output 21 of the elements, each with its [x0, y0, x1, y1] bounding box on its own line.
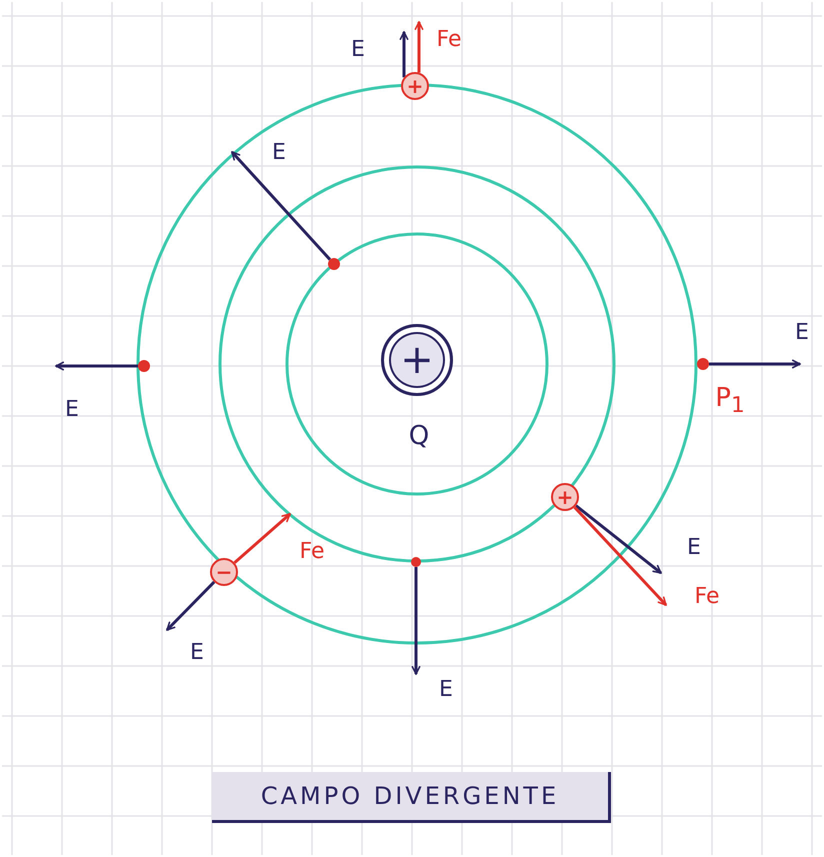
- point-dot: [138, 360, 150, 372]
- edge-label: Fe: [436, 28, 462, 52]
- edge-label: Fe: [694, 585, 720, 609]
- charge-label: Q: [408, 424, 430, 448]
- test-charge: +: [401, 72, 429, 100]
- test-charge: +: [551, 483, 579, 511]
- edge-label: E: [272, 141, 286, 165]
- edge-label: Fe: [300, 540, 324, 564]
- edge-label: E: [190, 641, 204, 665]
- edge-label: E: [795, 321, 809, 345]
- source-charge: +: [381, 324, 453, 396]
- diagram-title: CAMPO DIVERGENTE: [260, 782, 560, 810]
- edge-label: E: [439, 678, 453, 702]
- edge-label: E: [65, 398, 79, 422]
- point-label: P$_{1}$: [715, 386, 745, 418]
- test-charge: −: [210, 558, 238, 586]
- point-dot: [411, 557, 421, 567]
- edge-label: E: [687, 536, 701, 560]
- point-dot: [697, 358, 709, 370]
- edge-label: E: [351, 38, 365, 62]
- point-dot: [328, 258, 340, 270]
